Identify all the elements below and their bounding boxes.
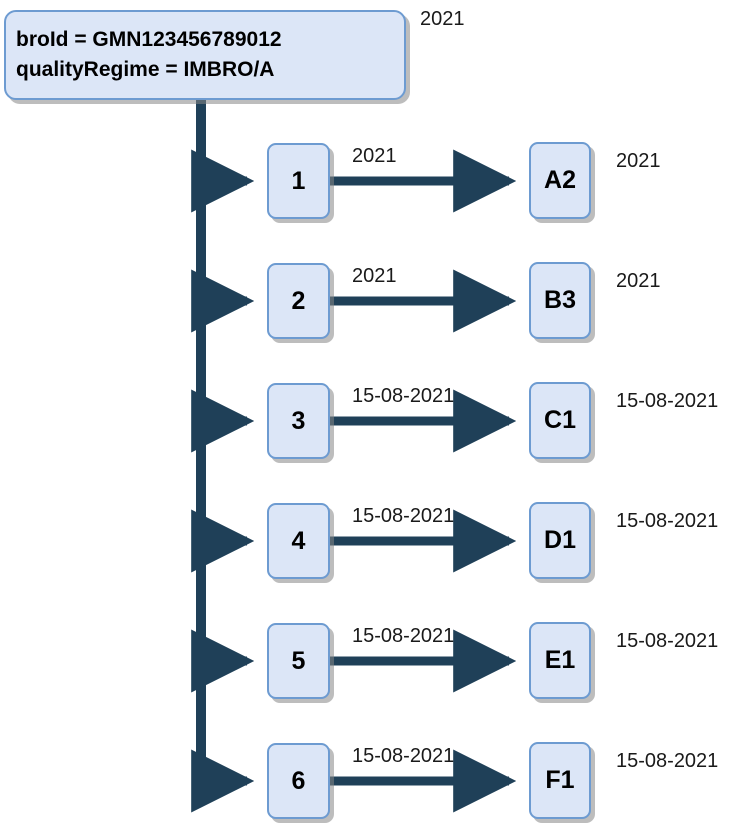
step-node-2[interactable]: 2 bbox=[267, 263, 330, 339]
step-node-3-label: 3 bbox=[291, 406, 306, 435]
target-node-6-label: F1 bbox=[545, 766, 575, 794]
target-node-5[interactable]: E1 bbox=[529, 622, 591, 699]
side-label-3: 15-08-2021 bbox=[616, 390, 719, 412]
step-node-4-label: 4 bbox=[291, 526, 306, 555]
step-node-5[interactable]: 5 bbox=[267, 623, 330, 699]
target-node-5-label: E1 bbox=[544, 646, 576, 674]
edge-label-1: 2021 bbox=[352, 145, 397, 167]
edge-label-6: 15-08-2021 bbox=[352, 745, 455, 767]
target-node-6[interactable]: F1 bbox=[529, 742, 591, 819]
target-node-4-label: D1 bbox=[544, 526, 576, 554]
side-label-6: 15-08-2021 bbox=[616, 750, 719, 772]
side-label-4: 15-08-2021 bbox=[616, 510, 719, 532]
step-node-6[interactable]: 6 bbox=[267, 743, 330, 819]
root-side-label: 2021 bbox=[420, 8, 465, 30]
target-node-1[interactable]: A2 bbox=[529, 142, 591, 219]
edge-label-5: 15-08-2021 bbox=[352, 625, 455, 647]
target-node-3[interactable]: C1 bbox=[529, 382, 591, 459]
side-label-2: 2021 bbox=[616, 270, 661, 292]
step-node-1-label: 1 bbox=[291, 166, 306, 195]
root-node[interactable]: broId = GMN123456789012 qualityRegime = … bbox=[4, 10, 406, 100]
step-node-1[interactable]: 1 bbox=[267, 143, 330, 219]
step-node-4[interactable]: 4 bbox=[267, 503, 330, 579]
step-node-6-label: 6 bbox=[291, 766, 306, 795]
side-label-5: 15-08-2021 bbox=[616, 630, 719, 652]
root-node-broid: broId = GMN123456789012 bbox=[16, 28, 282, 51]
edge-label-3: 15-08-2021 bbox=[352, 385, 455, 407]
step-node-3[interactable]: 3 bbox=[267, 383, 330, 459]
step-node-5-label: 5 bbox=[291, 646, 306, 675]
branch-elbow-6 bbox=[191, 749, 255, 813]
step-node-2-label: 2 bbox=[291, 286, 306, 315]
side-label-1: 2021 bbox=[616, 150, 661, 172]
root-node-quality-regime: qualityRegime = IMBRO/A bbox=[16, 58, 275, 81]
edge-label-4: 15-08-2021 bbox=[352, 505, 455, 527]
edge-label-2: 2021 bbox=[352, 265, 397, 287]
target-node-2-label: B3 bbox=[544, 286, 576, 314]
target-node-2[interactable]: B3 bbox=[529, 262, 591, 339]
target-node-3-label: C1 bbox=[544, 406, 576, 434]
target-node-4[interactable]: D1 bbox=[529, 502, 591, 579]
target-node-1-label: A2 bbox=[544, 166, 576, 194]
